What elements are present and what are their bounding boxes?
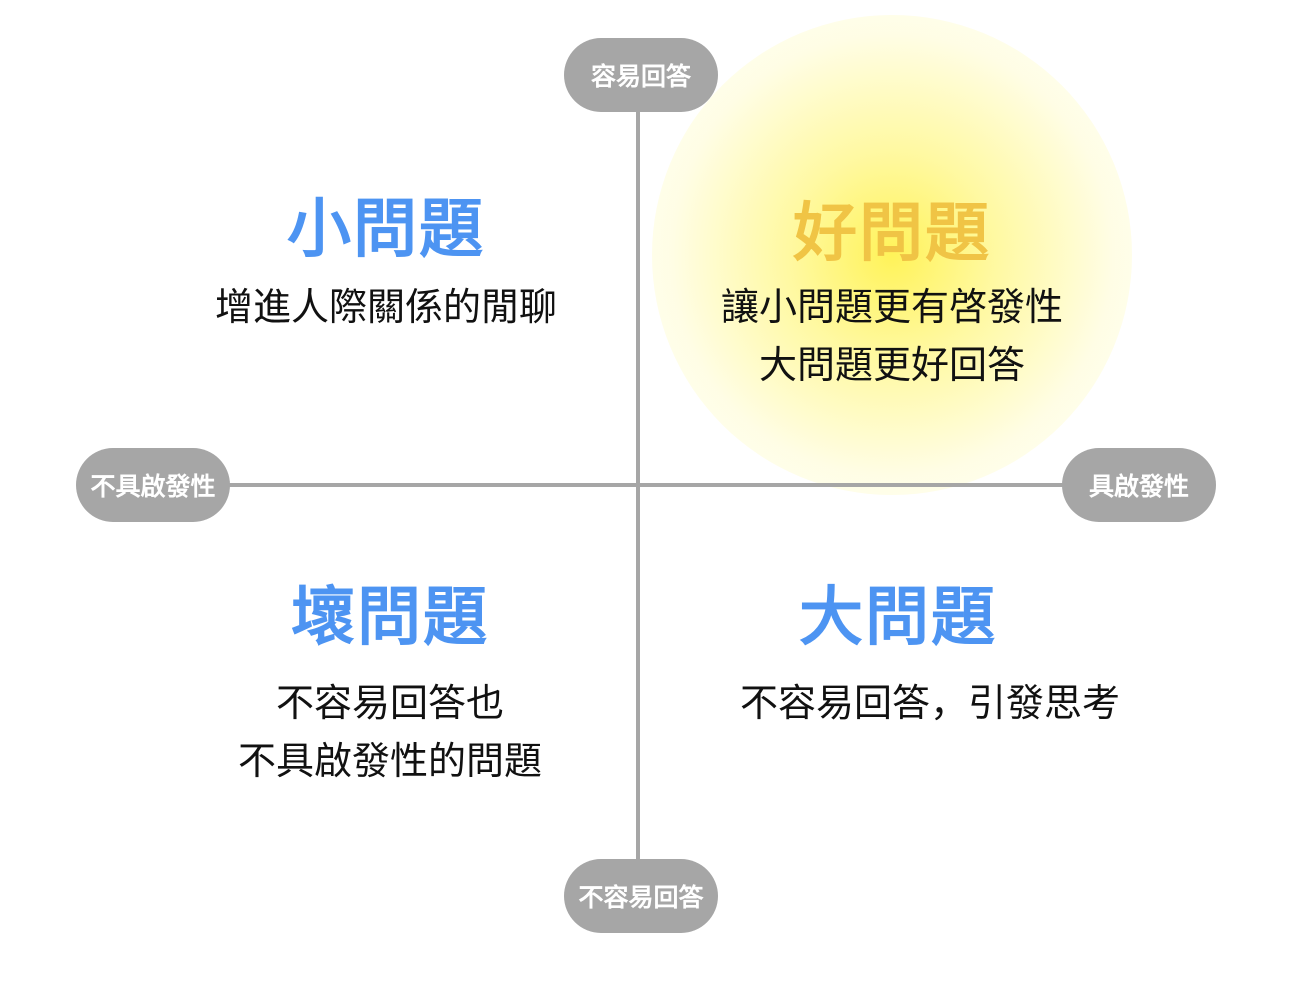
quadrant-desc-small: 增進人際關係的閒聊 [214, 285, 557, 329]
quadrant-desc-bad-2: 不具啟發性的問題 [237, 739, 542, 783]
quadrant-title-good: 好問題 [793, 197, 991, 271]
quadrant-desc-good-1: 讓小問題更有啓發性 [720, 285, 1063, 329]
axis-label-left: 不具啟發性 [76, 448, 230, 522]
quadrant-desc-bad-1: 不容易回答也 [275, 681, 504, 725]
axis-label-bottom: 不容易回答 [564, 859, 718, 933]
quadrant-desc-big: 不容易回答，引發思考 [739, 681, 1120, 725]
highlight-glow [652, 15, 1132, 495]
quadrant-title-small: 小問題 [287, 193, 485, 267]
quadrant-title-big: 大問題 [799, 581, 997, 655]
axis-label-right: 具啟發性 [1062, 448, 1216, 522]
quadrant-title-bad: 壞問題 [291, 581, 489, 655]
axis-label-top: 容易回答 [564, 38, 718, 112]
quadrant-desc-good-2: 大問題更好回答 [758, 343, 1025, 387]
horizontal-axis [200, 483, 1100, 487]
vertical-axis [636, 100, 640, 900]
